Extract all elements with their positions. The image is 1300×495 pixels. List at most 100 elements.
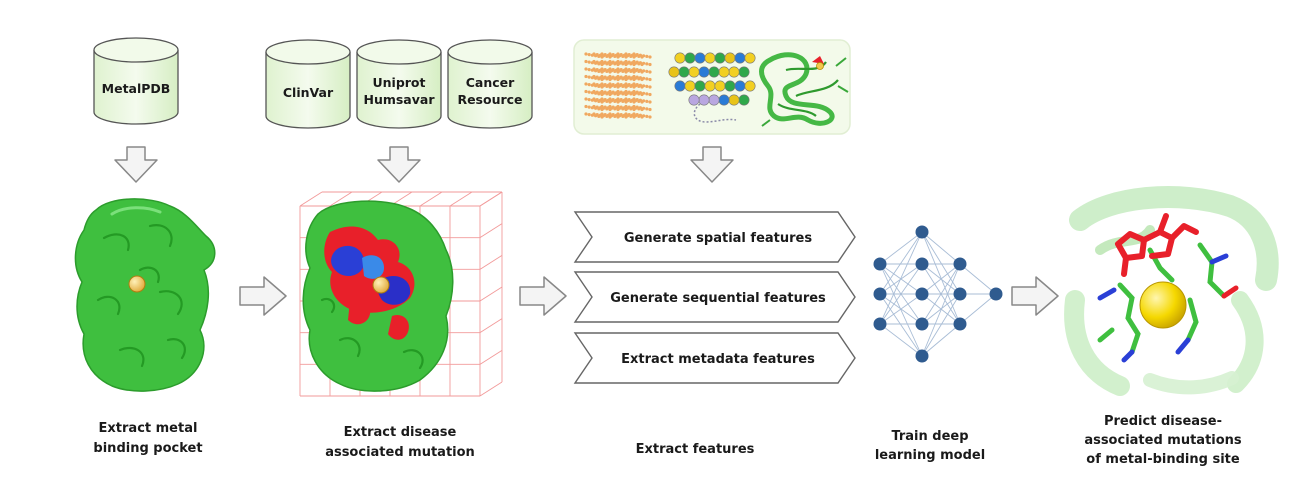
voxel-dot xyxy=(621,77,625,81)
caption-line: Extract disease xyxy=(344,425,457,440)
voxel-dot xyxy=(616,77,620,82)
metal-ion-icon xyxy=(128,275,146,293)
feature-types-panel xyxy=(573,39,851,135)
voxel-dot xyxy=(594,91,598,95)
voxel-dot xyxy=(637,62,641,66)
voxel-dot xyxy=(629,77,633,81)
voxel-dot xyxy=(648,100,652,104)
voxel-dot xyxy=(597,54,601,59)
voxel-dot xyxy=(608,70,612,74)
network-node xyxy=(915,317,929,331)
voxel-dot xyxy=(637,92,641,96)
caption-line: Train deep xyxy=(891,429,968,444)
voxel-dot xyxy=(608,62,612,67)
voxel-dot xyxy=(584,52,588,56)
network-edge xyxy=(879,323,923,357)
sequence-chain-icon xyxy=(668,52,756,123)
sequence-bead xyxy=(714,80,726,92)
voxel-dot xyxy=(590,68,595,72)
sequence-bead xyxy=(694,52,706,64)
voxel-dot xyxy=(587,83,591,87)
caption-line: of metal-binding site xyxy=(1086,452,1240,467)
sequence-bead xyxy=(734,80,746,92)
voxel-dot xyxy=(594,61,598,65)
voxel-dot xyxy=(590,53,595,57)
voxel-dot xyxy=(597,114,601,118)
network-edge xyxy=(879,293,923,325)
voxel-dot xyxy=(624,77,628,82)
voxel-dot xyxy=(587,90,591,94)
voxel-dot xyxy=(605,92,609,96)
voxel-dot xyxy=(584,82,588,86)
voxel-dot xyxy=(648,77,652,82)
voxel-dot xyxy=(637,114,641,118)
voxel-dot xyxy=(629,99,633,103)
voxel-dot xyxy=(616,107,620,112)
caption-line: binding pocket xyxy=(93,441,202,456)
voxel-dot xyxy=(624,62,628,67)
voxel-dot xyxy=(616,100,620,104)
voxel-dot xyxy=(613,69,617,73)
voxel-dot xyxy=(613,92,617,96)
right-arrow-3 xyxy=(1011,276,1059,316)
sequence-bead xyxy=(688,94,700,106)
voxel-dot xyxy=(590,83,595,87)
sequence-bead xyxy=(698,94,710,106)
voxel-dot xyxy=(637,77,641,81)
voxel-dot xyxy=(584,104,588,109)
voxel-dot xyxy=(605,62,609,66)
spatial-features-box: Generate spatial features xyxy=(573,211,856,263)
sequence-bead xyxy=(724,80,736,92)
voxel-dot xyxy=(648,107,652,112)
voxel-dot xyxy=(587,75,591,79)
network-edge xyxy=(879,263,923,325)
voxel-dot xyxy=(597,92,601,96)
voxel-dot xyxy=(621,114,625,118)
voxel-dot xyxy=(648,92,652,97)
voxel-grid-icon xyxy=(584,52,652,119)
voxel-dot xyxy=(594,76,598,80)
sequence-bead xyxy=(674,80,686,92)
voxel-dot xyxy=(640,77,644,82)
network-edge xyxy=(921,263,961,357)
grid-line xyxy=(479,286,503,302)
voxel-dot xyxy=(587,53,591,57)
voxel-dot xyxy=(645,84,649,88)
voxel-dot xyxy=(621,107,625,111)
voxel-dot xyxy=(624,55,628,59)
spatial-features-label: Generate spatial features xyxy=(624,231,812,246)
network-node xyxy=(873,287,887,301)
caption-line: associated mutations xyxy=(1084,433,1242,448)
voxel-dot xyxy=(613,114,617,118)
sequence-bead xyxy=(744,52,756,64)
network-edge xyxy=(921,231,961,325)
voxel-dot xyxy=(616,115,620,119)
network-edge xyxy=(879,231,923,295)
voxel-dot xyxy=(648,62,652,67)
voxel-dot xyxy=(629,107,633,111)
network-edge xyxy=(879,293,923,357)
sequence-bead xyxy=(674,52,686,64)
voxel-dot xyxy=(587,68,591,72)
voxel-dot xyxy=(640,100,644,104)
sequence-bead xyxy=(738,94,750,106)
voxel-dot xyxy=(648,115,652,119)
voxel-dot xyxy=(587,60,591,64)
voxel-dot xyxy=(584,74,588,79)
sequence-bead xyxy=(718,66,730,78)
down-arrow-2 xyxy=(377,146,421,183)
voxel-dot xyxy=(629,84,633,88)
voxel-dot xyxy=(637,107,641,111)
voxel-dot xyxy=(648,55,652,59)
network-edge xyxy=(959,293,997,325)
voxel-dot xyxy=(632,115,636,119)
voxel-dot xyxy=(632,107,636,112)
voxel-dot xyxy=(597,77,601,81)
grid-line xyxy=(479,254,503,270)
caption-line: associated mutation xyxy=(325,445,475,460)
voxel-dot xyxy=(605,54,609,59)
voxel-dot xyxy=(608,85,612,89)
right-arrow-1 xyxy=(239,276,287,316)
resource-label: Resource xyxy=(457,92,522,107)
